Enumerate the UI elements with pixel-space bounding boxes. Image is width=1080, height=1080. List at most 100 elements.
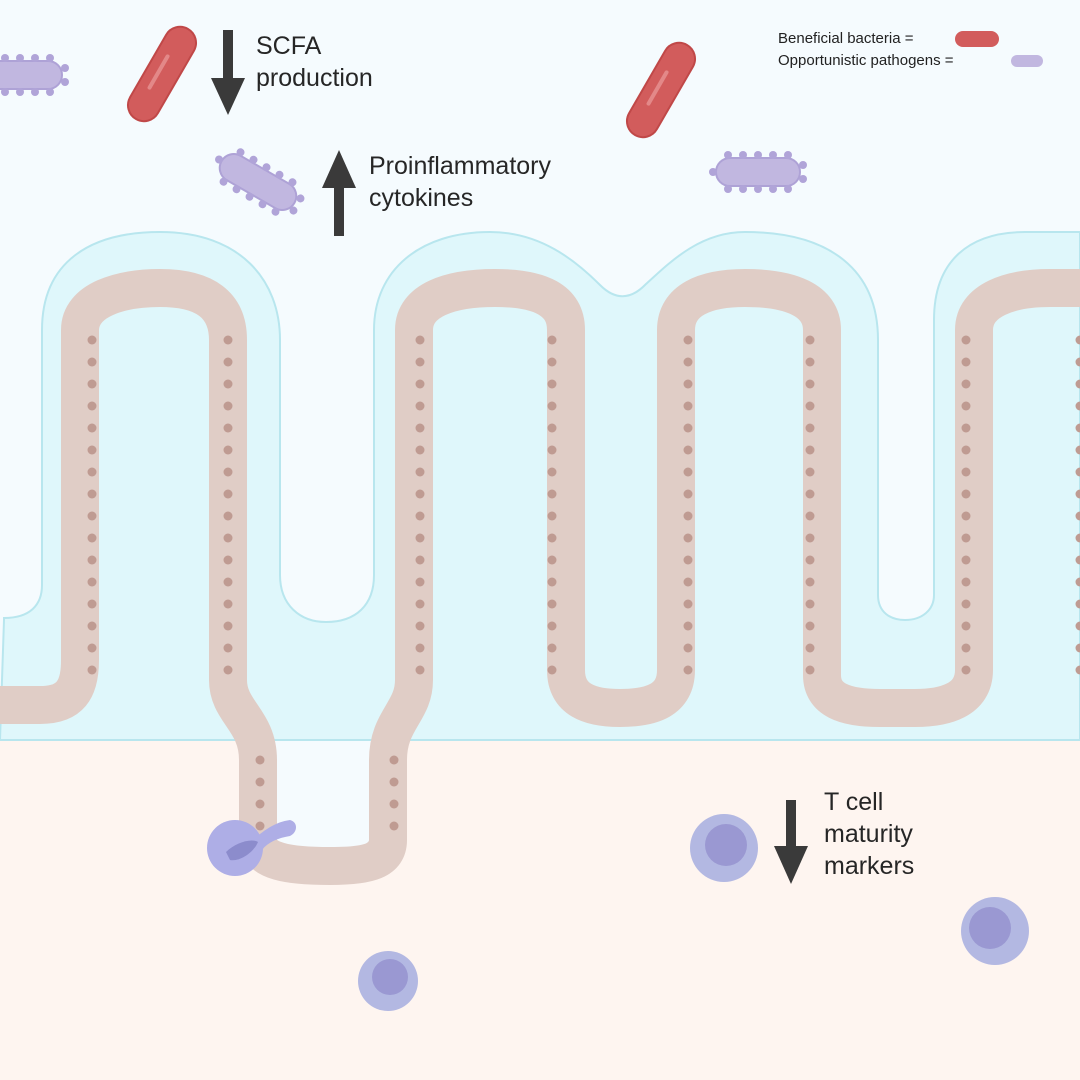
nucleus [1075, 379, 1080, 389]
nucleus [961, 423, 971, 433]
nucleus [683, 423, 693, 433]
nucleus [683, 357, 693, 367]
epithelium [0, 269, 1080, 885]
nucleus [961, 335, 971, 345]
nucleus [805, 643, 815, 653]
nucleus [87, 533, 97, 543]
nucleus [223, 423, 233, 433]
nucleus [683, 621, 693, 631]
nucleus [389, 799, 399, 809]
nucleus [415, 577, 425, 587]
pathogen-bacterium [215, 148, 305, 216]
nucleus [415, 555, 425, 565]
arrow-down-icon [774, 800, 808, 884]
nucleus [87, 577, 97, 587]
nucleus [415, 621, 425, 631]
t-cell [961, 897, 1029, 965]
nucleus [547, 489, 557, 499]
nucleus [805, 423, 815, 433]
nucleus [805, 621, 815, 631]
nucleus [87, 665, 97, 675]
nucleus [805, 665, 815, 675]
t-cell [358, 951, 418, 1011]
nucleus [547, 665, 557, 675]
nucleus [1075, 599, 1080, 609]
nucleus [683, 489, 693, 499]
nucleus [87, 511, 97, 521]
legend-beneficial-label: Beneficial bacteria = [778, 30, 914, 47]
nucleus [1075, 533, 1080, 543]
nucleus [1075, 489, 1080, 499]
nucleus [683, 577, 693, 587]
nucleus [87, 599, 97, 609]
nucleus [223, 335, 233, 345]
pathogen-bacterium [0, 54, 69, 96]
nucleus [1075, 665, 1080, 675]
nucleus [961, 467, 971, 477]
nucleus [1075, 335, 1080, 345]
nucleus [547, 401, 557, 411]
nucleus [87, 555, 97, 565]
nucleus [1075, 445, 1080, 455]
nucleus [683, 599, 693, 609]
nucleus [415, 401, 425, 411]
legend-pathogen-icon [1011, 55, 1043, 67]
nucleus [961, 445, 971, 455]
nucleus [415, 665, 425, 675]
nucleus [961, 643, 971, 653]
nucleus [683, 665, 693, 675]
nucleus [415, 599, 425, 609]
nucleus [961, 489, 971, 499]
nucleus [961, 357, 971, 367]
nucleus [1075, 555, 1080, 565]
nucleus [223, 379, 233, 389]
nucleus [547, 533, 557, 543]
nucleus [961, 511, 971, 521]
arrow-down-icon [211, 30, 245, 115]
nucleus [223, 621, 233, 631]
nucleus [683, 467, 693, 477]
nucleus [389, 755, 399, 765]
nucleus [255, 755, 265, 765]
nucleus [1075, 621, 1080, 631]
nucleus [87, 643, 97, 653]
nucleus [683, 643, 693, 653]
nucleus [683, 533, 693, 543]
nucleus [547, 423, 557, 433]
nucleus [961, 621, 971, 631]
nucleus [223, 599, 233, 609]
nucleus [1075, 401, 1080, 411]
nucleus [683, 335, 693, 345]
nucleus [223, 555, 233, 565]
nucleus [805, 467, 815, 477]
nucleus [961, 401, 971, 411]
nucleus [389, 821, 399, 831]
nucleus [805, 379, 815, 389]
nucleus [547, 577, 557, 587]
nucleus [1075, 423, 1080, 433]
legend-pathogen-label: Opportunistic pathogens = [778, 52, 954, 69]
nucleus [255, 799, 265, 809]
nucleus [961, 665, 971, 675]
nucleus [415, 445, 425, 455]
nucleus [223, 357, 233, 367]
nucleus [415, 423, 425, 433]
nucleus [255, 777, 265, 787]
nucleus [87, 621, 97, 631]
proinflammatory-cytokines-label: Proinflammatory cytokines [369, 152, 551, 212]
nucleus [1075, 577, 1080, 587]
epithelial-nuclei [87, 335, 1080, 831]
nucleus [683, 379, 693, 389]
nucleus [805, 357, 815, 367]
nucleus [87, 467, 97, 477]
legend-beneficial-icon [955, 31, 999, 47]
nucleus [547, 467, 557, 477]
nucleus [961, 555, 971, 565]
nucleus [961, 577, 971, 587]
nucleus [223, 577, 233, 587]
nucleus [415, 379, 425, 389]
nucleus [415, 467, 425, 477]
nucleus [223, 467, 233, 477]
